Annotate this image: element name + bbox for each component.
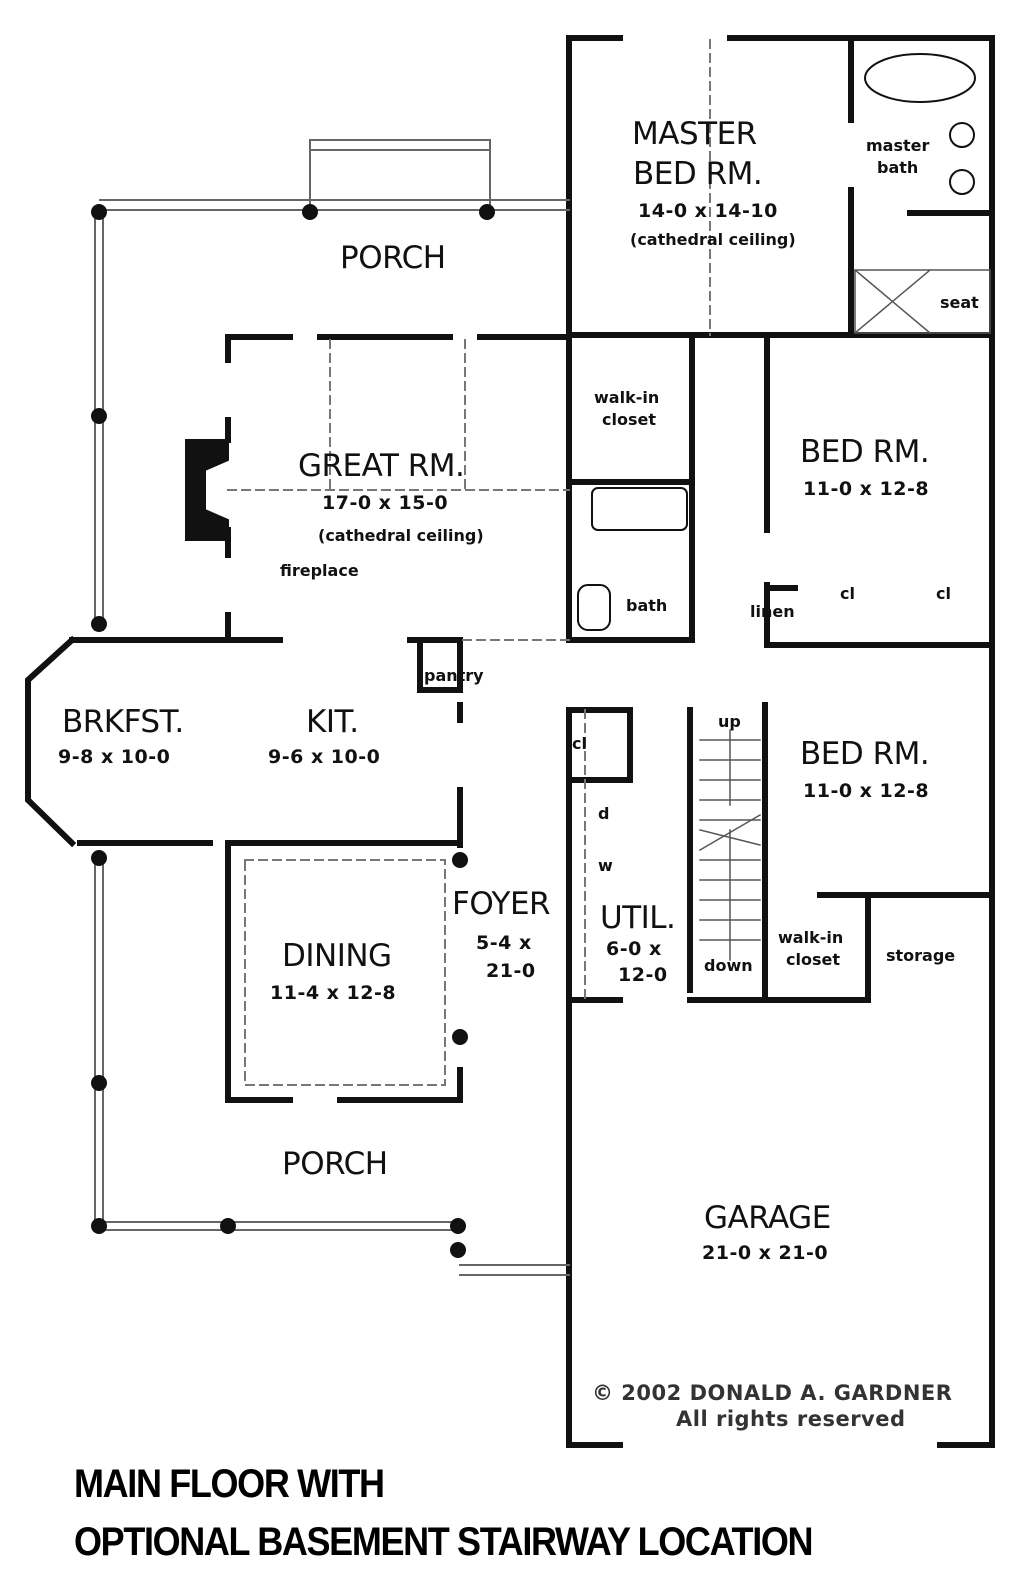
stairs-up-label: up [718, 712, 741, 731]
master-bedroom-note: (cathedral ceiling) [630, 230, 796, 249]
master-bedroom-label: MASTER [632, 116, 757, 152]
linen-label: linen [750, 602, 795, 621]
great-room-note: (cathedral ceiling) [318, 526, 484, 545]
closet-util-label: cl [572, 734, 587, 753]
washer-label: w [598, 856, 613, 875]
caption-line-2: OPTIONAL BASEMENT STAIRWAY LOCATION [74, 1520, 813, 1564]
great-room-dims: 17-0 x 15-0 [322, 492, 449, 514]
foyer-dims: 5-4 x [476, 932, 532, 954]
bedroom-2-dims: 11-0 x 12-8 [803, 478, 930, 500]
porch-bottom-label: PORCH [282, 1146, 388, 1182]
master-bedroom-label-2: BED RM. [633, 156, 763, 192]
master-bath-label: master [866, 136, 930, 155]
breakfast-dims: 9-8 x 10-0 [58, 746, 171, 768]
dryer-label: d [598, 804, 610, 823]
utility-label: UTIL. [600, 900, 676, 936]
shower-seat-label: seat [940, 293, 979, 312]
fireplace-label: fireplace [280, 561, 359, 580]
walkin-closet-top-label-2: closet [602, 410, 656, 429]
walkin-closet-bottom-label-2: closet [786, 950, 840, 969]
garage-dims: 21-0 x 21-0 [702, 1242, 829, 1264]
utility-dims-2: 12-0 [618, 964, 668, 986]
bedroom-2-label: BED RM. [800, 434, 930, 470]
copyright-line-1: © 2002 DONALD A. GARDNER [592, 1381, 953, 1405]
dining-dims: 11-4 x 12-8 [270, 982, 397, 1004]
bedroom-3-label: BED RM. [800, 736, 930, 772]
pantry-label: pantry [424, 666, 484, 685]
copyright-line-2: All rights reserved [676, 1407, 906, 1431]
master-bedroom-dims: 14-0 x 14-10 [638, 200, 778, 222]
foyer-label: FOYER [452, 886, 551, 922]
foyer-dims-2: 21-0 [486, 960, 536, 982]
bath-label: bath [626, 596, 668, 615]
storage-label: storage [886, 946, 956, 965]
walkin-closet-bottom-label: walk-in [778, 928, 844, 947]
dining-label: DINING [282, 938, 392, 974]
kitchen-dims: 9-6 x 10-0 [268, 746, 381, 768]
closet-label-1: cl [840, 584, 855, 603]
closet-label-2: cl [936, 584, 951, 603]
walkin-closet-top-label: walk-in [594, 388, 660, 407]
utility-dims: 6-0 x [606, 938, 662, 960]
bedroom-3-dims: 11-0 x 12-8 [803, 780, 930, 802]
caption-line-1: MAIN FLOOR WITH [74, 1462, 385, 1506]
master-bath-label-2: bath [877, 158, 919, 177]
garage-label: GARAGE [704, 1200, 831, 1236]
great-room-label: GREAT RM. [298, 448, 465, 484]
porch-top-label: PORCH [340, 240, 446, 276]
kitchen-label: KIT. [306, 704, 359, 740]
stairs-down-label: down [704, 956, 753, 975]
breakfast-label: BRKFST. [62, 704, 184, 740]
